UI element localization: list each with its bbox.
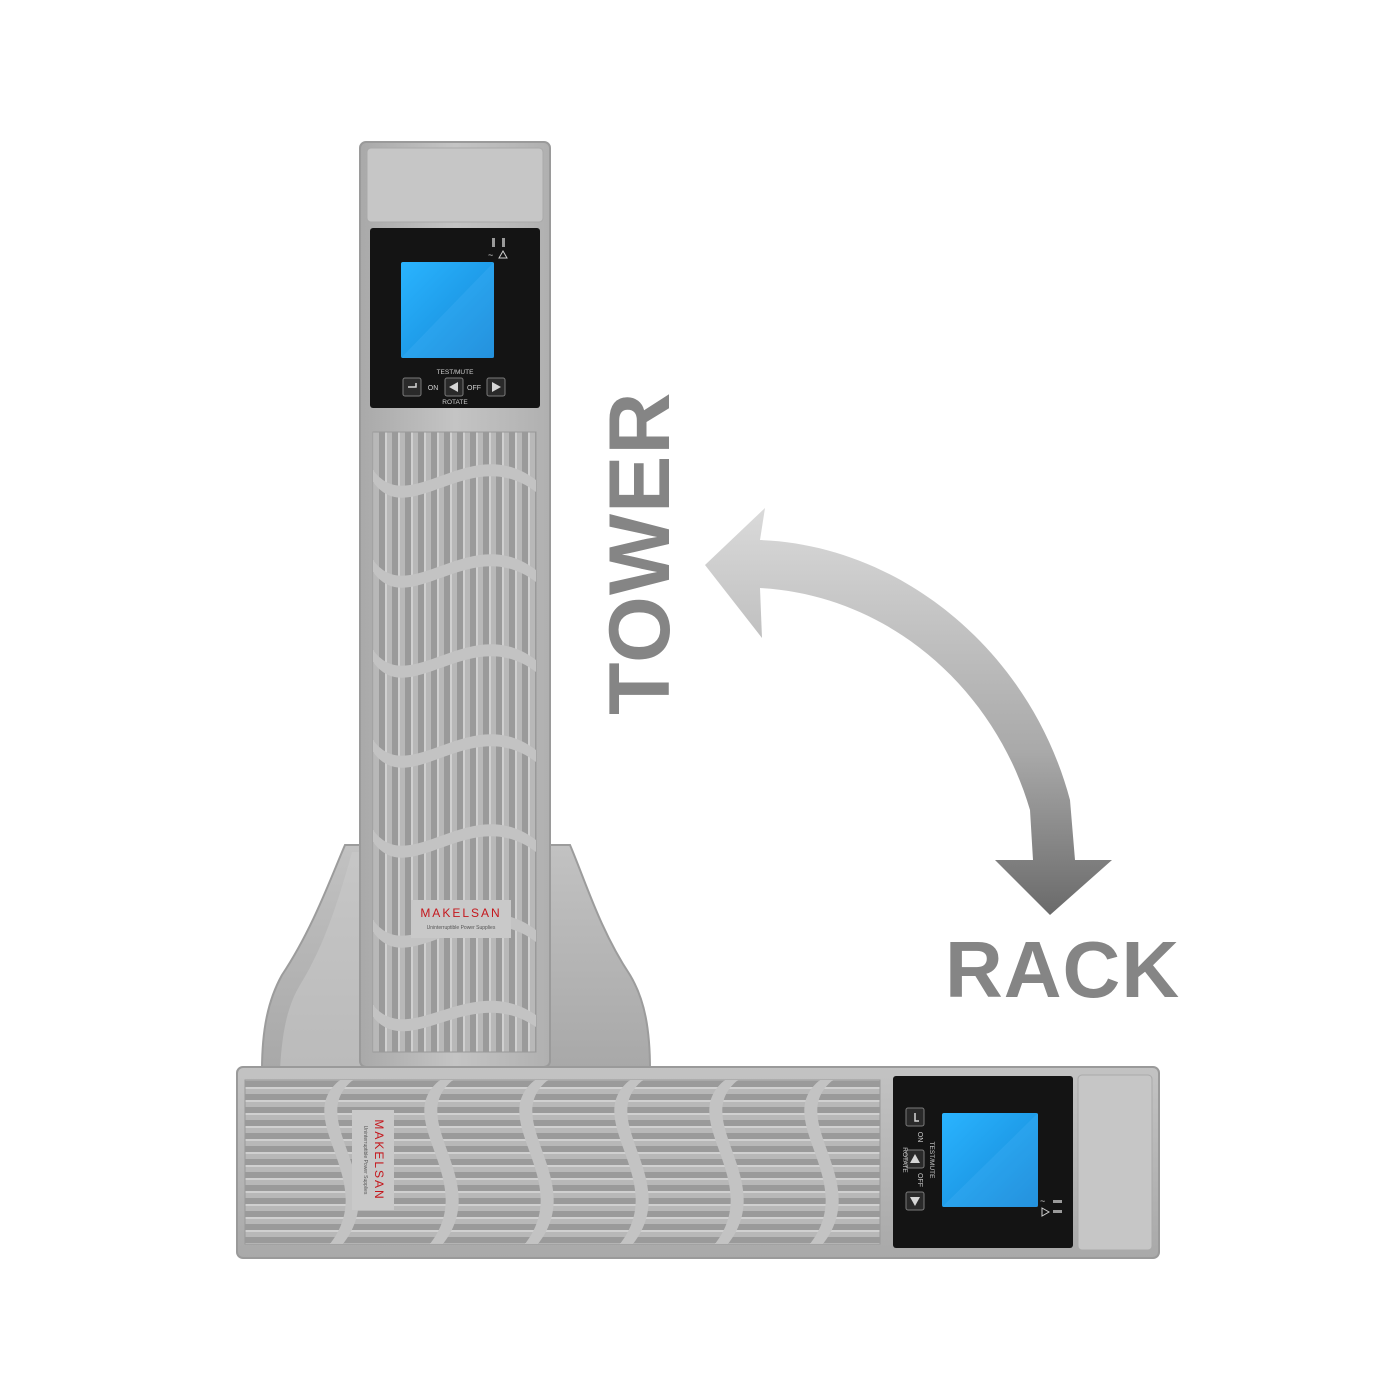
tower-lcd-screen	[401, 262, 494, 358]
rack-ac-power-icon: ~	[1040, 1196, 1062, 1206]
tower-label: TOWER	[592, 391, 688, 715]
rack-warning-icon	[1041, 1207, 1062, 1217]
test-mute-label: TEST/MUTE	[437, 369, 474, 376]
tower-ventilation-grill	[372, 431, 537, 1053]
rack-lcd-screen	[942, 1113, 1038, 1207]
rack-test-mute-label: TEST/MUTE	[928, 1142, 935, 1179]
tower-control-panel: ~ TEST/MUTE ON OFF ROTATE	[370, 228, 540, 408]
rack-on-label: ON	[916, 1132, 923, 1143]
rotate-label: ROTATE	[442, 399, 468, 406]
rack-label: RACK	[945, 925, 1181, 1014]
tower-brand-name: MAKELSAN	[420, 906, 501, 920]
tower-brand-plate: MAKELSAN Uninterruptible Power Supplies	[411, 900, 511, 938]
rack-brand-name: MAKELSAN	[372, 1119, 386, 1200]
warning-icon	[498, 238, 508, 259]
rack-up-arrow-icon	[910, 1154, 920, 1163]
curved-arrow-icon	[705, 508, 1112, 915]
off-label: OFF	[467, 385, 481, 392]
rack-brand-tagline: Uninterruptible Power Supplies	[362, 1126, 368, 1195]
enter-icon	[408, 383, 417, 388]
tower-brand-tagline: Uninterruptible Power Supplies	[427, 925, 496, 931]
ac-power-icon: ~	[488, 238, 495, 260]
on-label: ON	[428, 385, 439, 392]
down-arrow-icon	[492, 382, 501, 392]
rack-down-arrow-icon	[910, 1197, 920, 1206]
svg-text:~: ~	[1040, 1196, 1045, 1206]
rack-enter-icon	[914, 1113, 919, 1122]
rack-rotate-label: ROTATE	[901, 1147, 908, 1173]
rack-control-panel: ROTATE TEST/MUTE ON OFF ~	[893, 1076, 1073, 1248]
tower-ups-unit: ~ TEST/MUTE ON OFF ROTATE	[359, 141, 551, 1068]
rack-ups-unit: MAKELSAN Uninterruptible Power Supplies …	[236, 1066, 1160, 1259]
rack-brand-plate: MAKELSAN Uninterruptible Power Supplies	[352, 1110, 394, 1210]
rack-ventilation-grill	[244, 1079, 881, 1245]
rack-off-label: OFF	[916, 1173, 923, 1187]
svg-text:~: ~	[488, 250, 493, 260]
up-arrow-icon	[449, 382, 458, 392]
